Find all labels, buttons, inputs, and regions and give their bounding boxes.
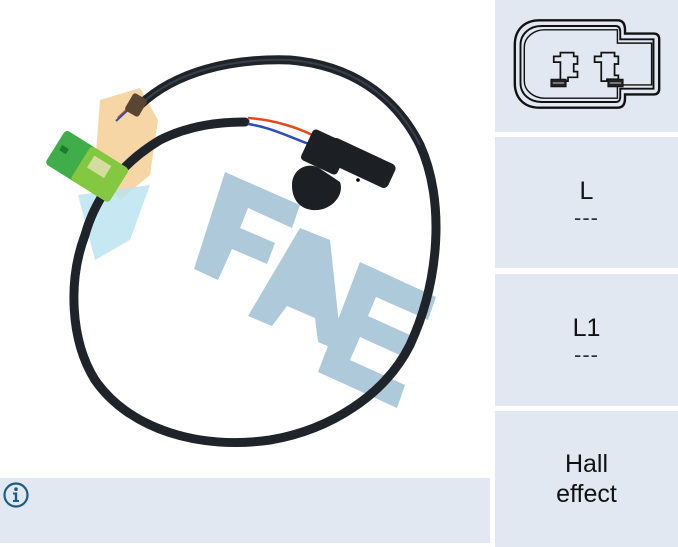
- length1-panel: L1 ---: [495, 274, 678, 406]
- fae-watermark: [194, 172, 436, 408]
- connector-panel: [495, 0, 678, 132]
- length-value: ---: [574, 204, 599, 230]
- sensor-body: [292, 129, 396, 211]
- length-panel: L ---: [495, 137, 678, 268]
- length1-value: ---: [574, 342, 599, 367]
- length1-label: L1: [572, 314, 601, 342]
- sensor-type-value: Hall effect: [556, 450, 617, 508]
- spec-sidebar: L --- L1 --- Hall effect: [495, 0, 678, 547]
- two-pin-connector-diagram-icon: [511, 16, 663, 117]
- green-connector: [46, 131, 129, 202]
- length-label: L: [579, 176, 594, 205]
- wire-blue: [247, 122, 316, 148]
- info-bar: [0, 478, 490, 543]
- sensor-type-panel: Hall effect: [495, 411, 678, 547]
- product-image: [46, 55, 441, 447]
- info-circle-icon[interactable]: [2, 481, 30, 509]
